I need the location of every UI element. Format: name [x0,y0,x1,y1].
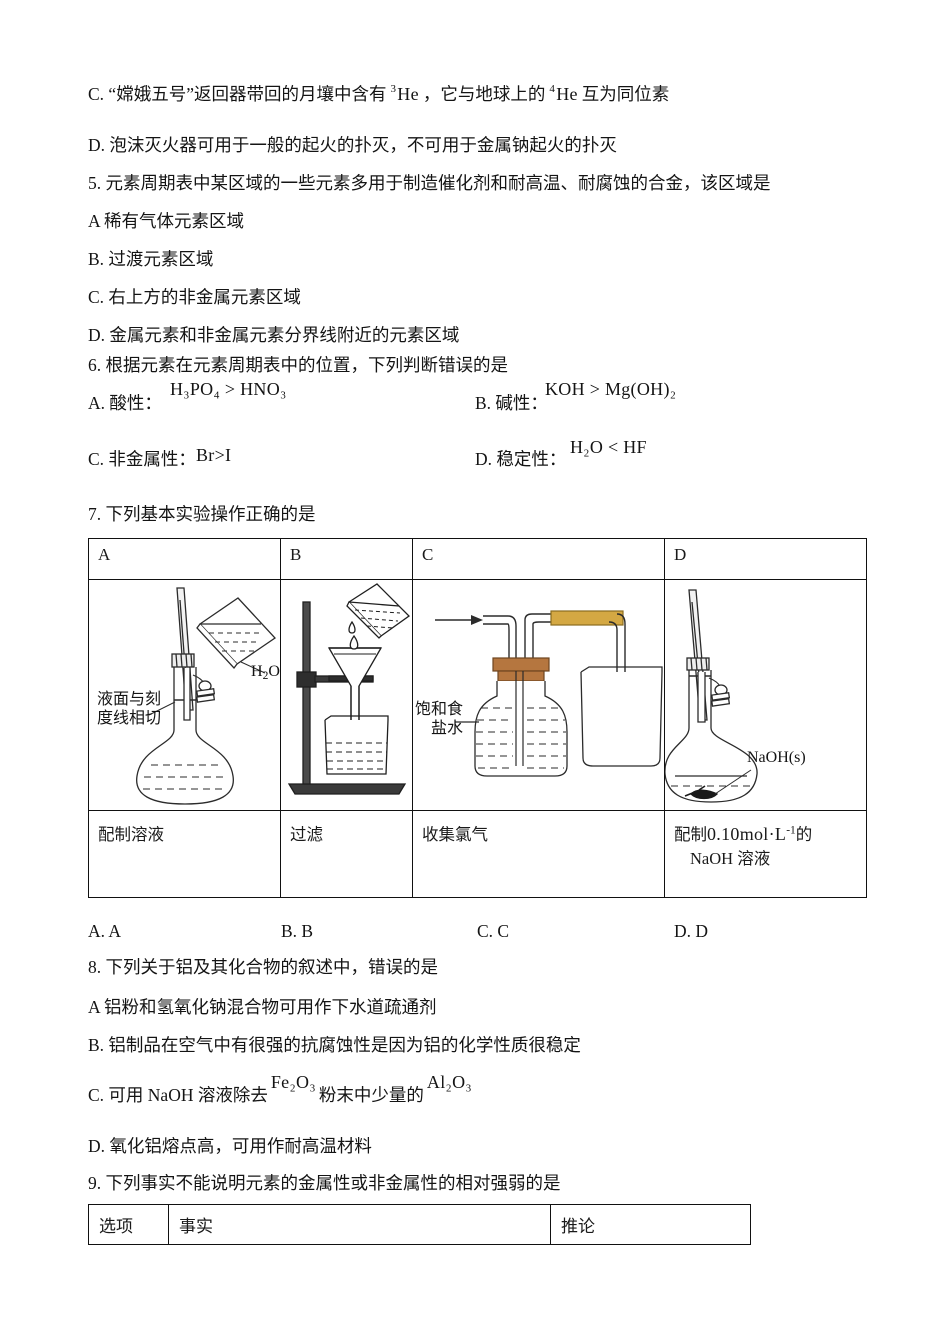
q5-option-c: C. 右上方的非金属元素区域 [88,287,301,307]
q7-answer-d: D. D [674,921,709,941]
q7-header-d: D [664,538,867,580]
figure-filtration-apparatus [287,583,411,795]
q7-caption-c: 收集氯气 [412,810,665,898]
q4-option-c-middle: ，它与地球上的 [422,83,546,104]
q5-option-b: B. 过渡元素区域 [88,249,214,269]
q7-diagram-a: H2O 液面与刻 度线相切 [88,579,281,811]
figure-naoh-solid-in-flask [665,589,758,803]
q8-stem: 8. 下列关于铝及其化合物的叙述中，错误的是 [88,957,438,977]
q7-table-diagram-row: H2O 液面与刻 度线相切 [88,579,867,811]
q5-stem: 5. 元素周期表中某区域的一些元素多用于制造催化剂和耐高温、耐腐蚀的合金，该区域… [88,173,771,193]
q7-diagram-b [280,579,413,811]
q7-table-header-row: A B C D [88,538,867,580]
q5-option-d: D. 金属元素和非金属元素分界线附近的元素区域 [88,325,460,345]
fig-c-saturated-brine-label: 饱和食 盐水 [415,701,464,737]
q9-evidence-table: 选项 事实 推论 [88,1204,751,1245]
figure-volumetric-flask-dilution [136,587,276,805]
q7-caption-b: 过滤 [280,810,413,898]
q5-option-a: A 稀有气体元素区域 [88,211,245,231]
q4-option-c-suffix: 互为同位素 [581,83,670,104]
q9-stem: 9. 下列事实不能说明元素的金属性或非金属性的相对强弱的是 [88,1173,561,1193]
fig-a-meniscus-label: 液面与刻 度线相切 [97,691,162,727]
q6-option-b-formula: KOH > Mg(OH)₂ [545,379,677,399]
q7-caption-a: 配制溶液 [88,810,281,898]
q7-diagram-d: NaOH(s) [664,579,867,811]
q8-option-b: B. 铝制品在空气中有很强的抗腐蚀性是因为铝的化学性质很稳定 [88,1035,581,1055]
q7-answer-b: B. B [281,921,314,941]
q6-option-d-formula: H₂O < HF [570,437,647,457]
q6-option-b-label: B. 碱性： [475,393,548,413]
q8-formula-fe2o3: Fe₂O₃ [270,1072,316,1092]
q7-diagram-c: 饱和食 盐水 [412,579,665,811]
isotope-he-2: He [556,83,578,104]
q6-option-c-label: C. 非金属性： [88,449,196,469]
q4-option-d: D. 泡沫灭火器可用于一般的起火的扑灭，不可用于金属钠起火的扑灭 [88,135,617,155]
q4-option-c-prefix: C. “嫦娥五号”返回器带回的月壤中含有 [88,83,387,104]
q6-option-c-formula: Br>I [196,445,232,465]
isotope-he-1: He [397,83,419,104]
figure-chlorine-collection [435,610,663,777]
q7-header-b: B [280,538,413,580]
q8-option-d: D. 氧化铝熔点高，可用作耐高温材料 [88,1136,372,1156]
q7-table-caption-row: 配制溶液 过滤 收集氯气 配制0.10mol·L-1的 NaOH 溶液 [88,810,867,898]
fig-d-naoh-solid-label: NaOH(s) [747,749,806,766]
isotope-3-superscript: 3 [390,83,397,95]
q6-stem: 6. 根据元素在元素周期表中的位置，下列判断错误的是 [88,355,508,375]
concentration-exponent: -1 [786,824,796,837]
q7-experiment-table: A B C D [88,538,867,898]
q8-option-a: A 铝粉和氢氧化钠混合物可用作下水道疏通剂 [88,997,437,1017]
q8-option-c: C. 可用 NaOH 溶液除去Fe₂O₃粉末中少量的Al₂O₃ [88,1072,472,1105]
q6-option-a-formula: H₃PO₄ > HNO₃ [170,379,287,399]
q7-answer-c: C. C [477,921,510,941]
q7-stem: 7. 下列基本实验操作正确的是 [88,504,316,524]
q9-table-header-row: 选项 事实 推论 [88,1204,751,1245]
q9-header-option: 选项 [88,1204,169,1245]
q9-header-inference: 推论 [550,1204,751,1245]
q7-header-a: A [88,538,281,580]
q7-header-c: C [412,538,665,580]
q7-answer-a: A. A [88,921,122,941]
q9-header-fact: 事实 [168,1204,551,1245]
fig-a-water-label: H2O [251,663,280,683]
q6-option-a-label: A. 酸性： [88,393,162,413]
q8-formula-al2o3: Al₂O₃ [426,1072,472,1092]
isotope-4-superscript: 4 [549,83,556,95]
q7-caption-d: 配制0.10mol·L-1的 NaOH 溶液 [664,810,867,898]
q6-option-d-label: D. 稳定性： [475,449,567,469]
